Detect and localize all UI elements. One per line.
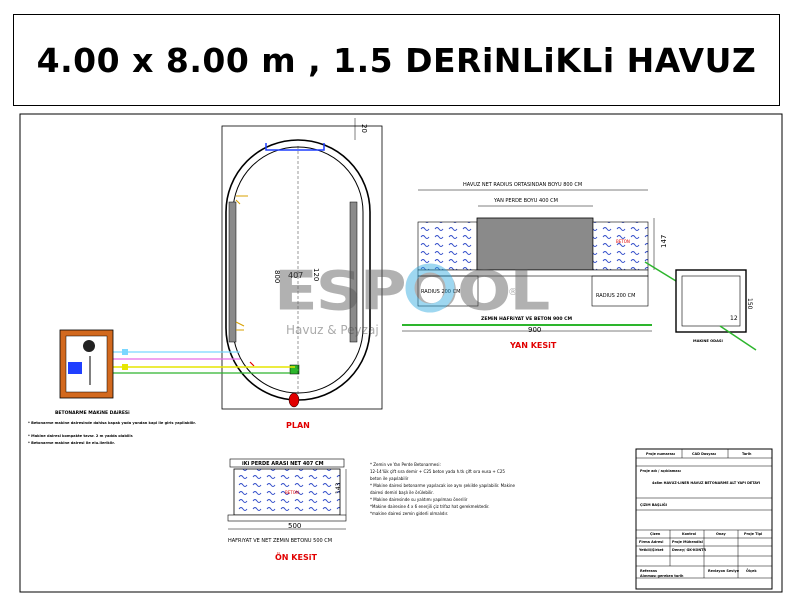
- front-hatch-label: BETON: [285, 490, 299, 495]
- side-section: HAVUZ NET RADIUS ORTASINDAN BOYU 800 CM …: [402, 182, 677, 350]
- stair-left-top: [235, 195, 248, 205]
- watermark-brand: ESPOOL: [274, 260, 549, 323]
- machine-room-label: BETONARME MAKiNE DAiRESi: [55, 410, 130, 416]
- watermark-registered: ®: [508, 287, 518, 298]
- skimmer-line: [265, 143, 325, 151]
- outlet-valve: [288, 392, 300, 408]
- side-green-base: [402, 324, 652, 326]
- front-slab: [227, 514, 347, 522]
- side-section-label: YAN KESiT: [509, 341, 557, 350]
- tb-row-header-2: Kontrol: [682, 532, 696, 536]
- return-line: [249, 361, 255, 367]
- plan-outer-rect: [221, 125, 383, 410]
- side-radius-box-left: [417, 275, 479, 307]
- front-section-label: ÖN KESiT: [275, 552, 317, 562]
- small-dim-12: 12: [730, 315, 738, 322]
- tb-project-name-label: Proje adı / açıklaması: [640, 469, 681, 473]
- tb-header-1: Proje numarası: [646, 452, 675, 456]
- small-box-outer: [675, 269, 747, 333]
- side-dim-900: 900: [528, 326, 541, 334]
- stair-left-bottom: [235, 321, 245, 331]
- side-hatch-label: BETON: [616, 239, 630, 244]
- right-wall: [349, 201, 358, 343]
- side-radius-left: RADIUS 200 CM: [421, 289, 460, 295]
- tb-bottom-left: Referans: [640, 569, 657, 573]
- espool-watermark: ESPOOL ® Havuz & Peyzaj: [274, 260, 551, 337]
- machine-room-note-3: * Betonarme makine dairesi ile elu.ileri…: [28, 441, 115, 445]
- tb-bottom-right: Ölçek: [746, 568, 757, 573]
- note-line-2: 12-14'lük çift sıra demir + C25 beton ya…: [370, 469, 505, 474]
- front-dim-depth: 143: [335, 482, 342, 494]
- plan-dim-width: 407: [288, 271, 303, 280]
- tb-bottom-mid: Revizyon Seviye: [708, 569, 740, 573]
- drawing-frame: [19, 113, 783, 593]
- front-water: [233, 468, 341, 516]
- tb-row-header-1: Çizen: [650, 532, 661, 536]
- note-line-7: *Makine dairesine 4 x 6 enerjili çiz tri…: [370, 504, 490, 509]
- title-box: 4.00 x 8.00 m , 1.5 DERiNLiKLi HAVUZ: [13, 14, 780, 106]
- tb-row-header-4: Proje Tipi: [744, 532, 762, 536]
- watermark-tagline: Havuz & Peyzaj: [286, 323, 379, 337]
- note-line-6: * Makine dairesinde su yalıtımı yapılmas…: [370, 497, 468, 502]
- note-line-8: *makine dairesi zemin giderli olmalıdır.: [370, 511, 448, 516]
- plan-view: 407 800 120 20 PLAN: [221, 118, 383, 430]
- small-green-arrow: [719, 325, 757, 351]
- side-dim-total: HAVUZ NET RADIUS ORTASINDAN BOYU 800 CM: [463, 182, 582, 188]
- side-radius-right: RADIUS 200 CM: [596, 293, 635, 299]
- pump: [68, 362, 82, 374]
- side-excavation: ZEMiN HAFRiYAT VE BETON 900 CM: [481, 316, 572, 322]
- plan-dim-middle: 120: [312, 268, 320, 281]
- construction-notes: * Zemin ve Yan Perde Betonarmesi: 12-14'…: [370, 462, 516, 516]
- note-line-1: * Zemin ve Yan Perde Betonarmesi:: [370, 462, 441, 467]
- small-box-inner: [681, 275, 741, 327]
- tb-bottom-left2: Alınması gereken tarih: [640, 574, 684, 578]
- title-block-frame: [635, 448, 773, 590]
- note-line-5: dairesi demiri başlı ile örülebilir.: [370, 490, 434, 495]
- side-green-arrow: [644, 261, 677, 282]
- plan-label: PLAN: [286, 421, 310, 430]
- tb-revision-label: ÇiZiM BAŞLIĞI: [640, 502, 667, 507]
- tb-row-value2-1: Yetkili/Şirket: [638, 548, 664, 552]
- small-dim-height: 150: [746, 298, 753, 310]
- watermark-o-ring: [405, 263, 455, 313]
- tb-row-value-2: Proje Mühendisi: [672, 540, 703, 544]
- pipe-marker-2: [122, 364, 128, 370]
- front-header-bar: [229, 458, 345, 468]
- left-wall: [228, 201, 237, 343]
- tb-row-header-3: Onay: [716, 532, 726, 536]
- filter-tank: [83, 340, 95, 352]
- tb-row-value-1: Firma Adresi: [639, 540, 663, 544]
- pipe-marker-1: [122, 349, 128, 355]
- note-line-4: * Makine dairesi betonarme yapılacak ise…: [370, 483, 516, 488]
- side-floor-slab: [417, 269, 649, 277]
- tb-header-3: Tarih: [742, 452, 752, 456]
- small-label: MAKiNE ODASI: [693, 339, 723, 343]
- front-caption: HAFRiYAT VE NET ZEMiN BETONU 500 CM: [228, 538, 332, 544]
- machine-room: BETONARME MAKiNE DAiRESi * Betonarme mak…: [28, 329, 196, 445]
- side-dim-depth: 147: [660, 235, 668, 248]
- machine-room-note-1: * Betonarme makine dairesinde dahisa kap…: [28, 421, 196, 425]
- tb-project-desc: 4x8m HAVUZ-LINER HAVUZ BETONARME ALT YAP…: [652, 481, 760, 485]
- title-block: [635, 448, 773, 590]
- tb-row-value2-2: Deney/ GK-KONTR: [672, 548, 706, 552]
- small-section: 150 12 MAKiNE ODASI: [675, 269, 757, 351]
- machine-room-note-2: * Makine dairesi kompakte tavsr. 2 m yad…: [28, 434, 133, 438]
- title-block-text: Proje numarası CAD Dosyası Tarih Proje a…: [638, 452, 762, 578]
- side-water-right: [592, 221, 649, 271]
- main-drain: [289, 364, 300, 375]
- side-radius-box-right: [591, 275, 649, 307]
- plan-dim-top: 20: [360, 124, 368, 133]
- tb-header-2: CAD Dosyası: [692, 452, 716, 456]
- note-line-3: beton ile yapılabilir: [370, 476, 409, 481]
- plan-dim-length: 800: [273, 270, 281, 283]
- page-title: 4.00 x 8.00 m , 1.5 DERiNLiKLi HAVUZ: [36, 40, 757, 80]
- front-header: iKi PERDE ARASI NET 407 CM: [242, 461, 324, 467]
- pipes: [108, 349, 295, 374]
- side-dim-wall: YAN PERDE BOYU 400 CM: [493, 198, 558, 204]
- front-dim-500: 500: [288, 522, 301, 530]
- front-section: iKi PERDE ARASI NET 407 CM BETON 143 500…: [227, 458, 347, 562]
- side-water-left: [417, 221, 478, 271]
